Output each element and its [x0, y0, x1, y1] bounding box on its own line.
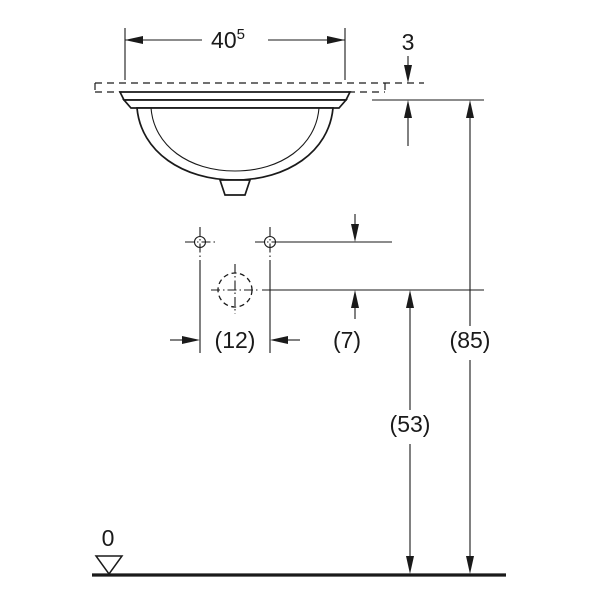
arrowhead-left-icon	[125, 36, 143, 44]
water-supply-symbol-left	[185, 227, 215, 257]
arrowhead-right-icon	[182, 336, 200, 344]
datum-label: 0	[102, 525, 115, 551]
basin-rim-band	[122, 99, 348, 109]
countertop-dashed-outline	[94, 82, 424, 93]
arrowhead-left-icon	[270, 336, 288, 344]
dim-overall-height: (85)	[450, 100, 491, 574]
basin-rim-flange	[118, 91, 352, 101]
dim-counter-offset: 3	[372, 29, 484, 146]
dim-counter-offset-label: 3	[402, 29, 415, 55]
dim-tap-to-drain: (7)	[333, 214, 361, 353]
arrowhead-right-icon	[327, 36, 345, 44]
supply-point-icon	[263, 235, 277, 249]
arrowhead-down-icon	[351, 224, 359, 242]
dim-width: 405	[124, 26, 346, 80]
washbasin-outline	[118, 91, 352, 196]
arrowhead-up-icon	[351, 290, 359, 308]
dim-tap-spacing-label: (12)	[215, 327, 256, 353]
arrowhead-up-icon	[406, 290, 414, 308]
arrowhead-down-icon	[404, 65, 412, 83]
dim-drain-height-label: (53)	[390, 411, 431, 437]
basin-bowl-inner	[150, 107, 320, 172]
drain-outlet-stub	[218, 179, 252, 196]
dim-tap-spacing: (12)	[170, 260, 300, 353]
datum-triangle-icon	[94, 555, 124, 576]
dim-width-superscript: 5	[237, 26, 245, 43]
drain-center-circle	[211, 264, 259, 314]
arrowhead-up-icon	[404, 100, 412, 118]
arrowhead-up-icon	[466, 100, 474, 118]
arrowhead-down-icon	[466, 556, 474, 574]
dim-width-value: 40	[211, 27, 237, 53]
dim-width-label: 405	[211, 26, 245, 53]
dim-tap-to-drain-label: (7)	[333, 327, 361, 353]
arrowhead-down-icon	[406, 556, 414, 574]
supply-point-icon	[193, 235, 207, 249]
datum-marker: 0	[94, 525, 124, 576]
dim-drain-height: (53)	[390, 290, 431, 574]
dim-overall-height-label: (85)	[450, 327, 491, 353]
